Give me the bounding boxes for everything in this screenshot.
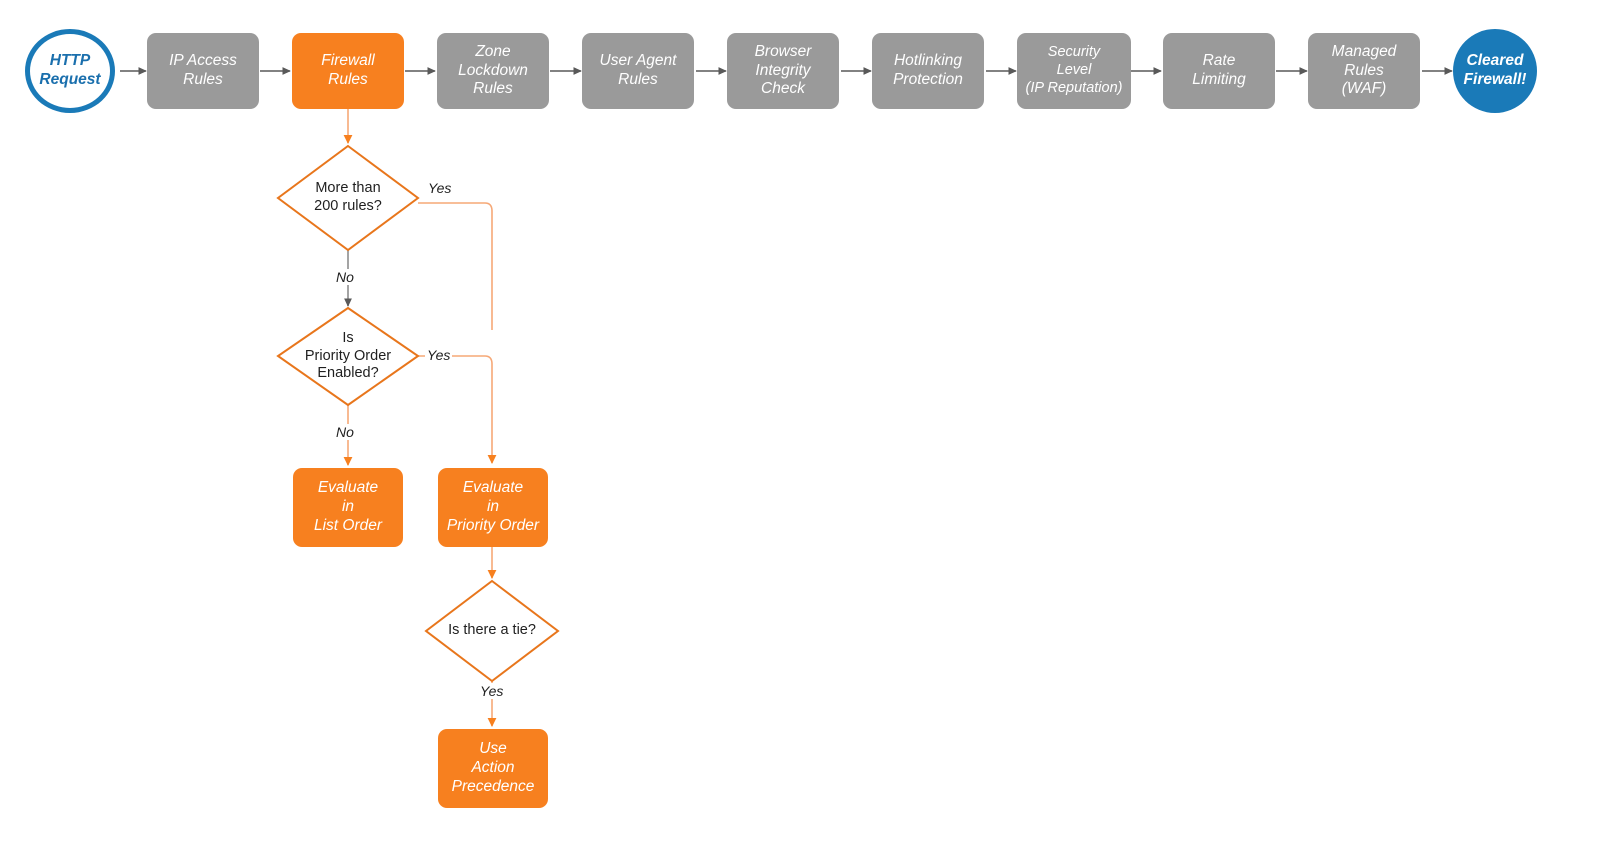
- decision-is-there-a-tie[interactable]: Is there a tie?: [426, 581, 558, 681]
- node-user-agent-rules[interactable]: User Agent Rules: [582, 33, 694, 109]
- node-evaluate-list-order[interactable]: Evaluate in List Order: [293, 468, 403, 547]
- node-security-level[interactable]: Security Level (IP Reputation): [1017, 33, 1131, 109]
- edge-label-yes-more-than-200: Yes: [426, 180, 454, 196]
- node-hotlinking-protection[interactable]: Hotlinking Protection: [872, 33, 984, 109]
- edge-yes-priority-order: [418, 355, 497, 464]
- node-managed-rules-waf[interactable]: Managed Rules (WAF): [1308, 33, 1420, 109]
- decision-more-than-200-rules-label: More than 200 rules?: [314, 180, 382, 214]
- node-rate-limiting[interactable]: Rate Limiting: [1163, 33, 1275, 109]
- decision-more-than-200-rules[interactable]: More than 200 rules?: [278, 146, 418, 250]
- node-ip-access-rules[interactable]: IP Access Rules: [147, 33, 259, 109]
- edge-label-yes-priority-order: Yes: [425, 347, 453, 363]
- node-use-action-precedence[interactable]: Use Action Precedence: [438, 729, 548, 808]
- edge-label-no-priority-order: No: [334, 424, 356, 440]
- node-browser-integrity-check[interactable]: Browser Integrity Check: [727, 33, 839, 109]
- node-cleared-firewall[interactable]: Cleared Firewall!: [1453, 29, 1537, 113]
- edge-label-yes-tie: Yes: [478, 683, 506, 699]
- node-http-request[interactable]: HTTP Request: [25, 29, 115, 113]
- node-zone-lockdown-rules[interactable]: Zone Lockdown Rules: [437, 33, 549, 109]
- node-evaluate-priority-order[interactable]: Evaluate in Priority Order: [438, 468, 548, 547]
- edge-yes-more-than-200: [418, 202, 493, 330]
- decision-is-there-a-tie-label: Is there a tie?: [448, 622, 536, 639]
- decision-priority-order-enabled[interactable]: Is Priority Order Enabled?: [278, 308, 418, 405]
- node-firewall-rules[interactable]: Firewall Rules: [292, 33, 404, 109]
- decision-priority-order-enabled-label: Is Priority Order Enabled?: [304, 329, 392, 382]
- edge-label-no-more-than-200: No: [334, 269, 356, 285]
